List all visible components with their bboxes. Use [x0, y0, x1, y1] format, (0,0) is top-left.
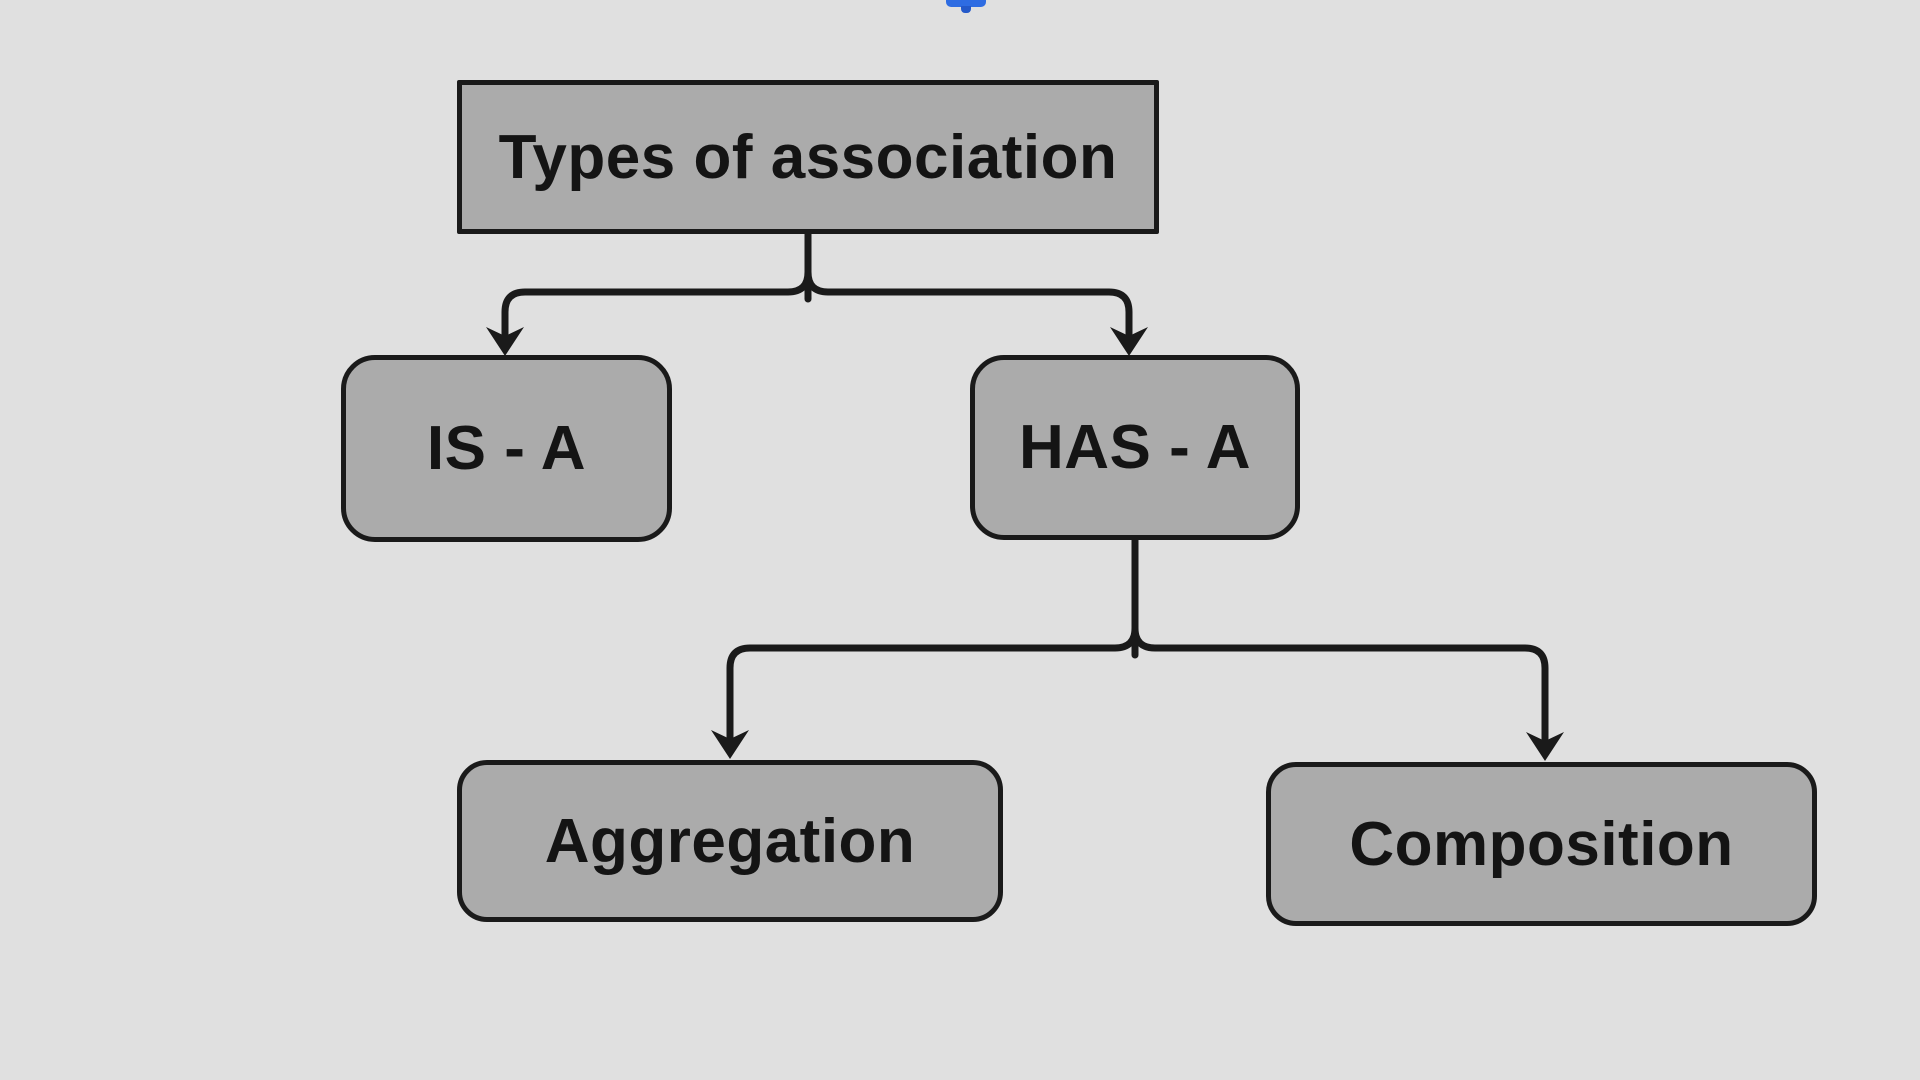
- clipped-plus-icon-bar: [946, 0, 986, 7]
- arrowhead-composition: [1526, 732, 1564, 761]
- connector-root-to-has-a: [804, 226, 1133, 338]
- clipped-plus-icon[interactable]: [946, 0, 986, 14]
- node-is-a[interactable]: IS - A: [341, 355, 672, 542]
- arrowhead-aggregation: [711, 730, 749, 759]
- connector-has-a-to-aggregation: [726, 532, 1139, 741]
- node-is-a-label: IS - A: [426, 414, 587, 483]
- node-has-a-label: HAS - A: [1019, 413, 1251, 482]
- node-has-a[interactable]: HAS - A: [970, 355, 1300, 540]
- node-types-of-association-label: Types of association: [498, 122, 1118, 192]
- node-composition-label: Composition: [1349, 809, 1734, 879]
- arrowhead-has-a: [1110, 327, 1148, 356]
- arrowhead-is-a: [486, 327, 524, 356]
- node-aggregation[interactable]: Aggregation: [457, 760, 1003, 922]
- node-composition[interactable]: Composition: [1266, 762, 1817, 926]
- connector-has-a-to-composition: [1131, 532, 1549, 743]
- connector-root-to-is-a: [501, 226, 812, 338]
- node-types-of-association[interactable]: Types of association: [457, 80, 1159, 234]
- node-aggregation-label: Aggregation: [544, 806, 916, 876]
- clipped-plus-icon-stem: [961, 6, 971, 13]
